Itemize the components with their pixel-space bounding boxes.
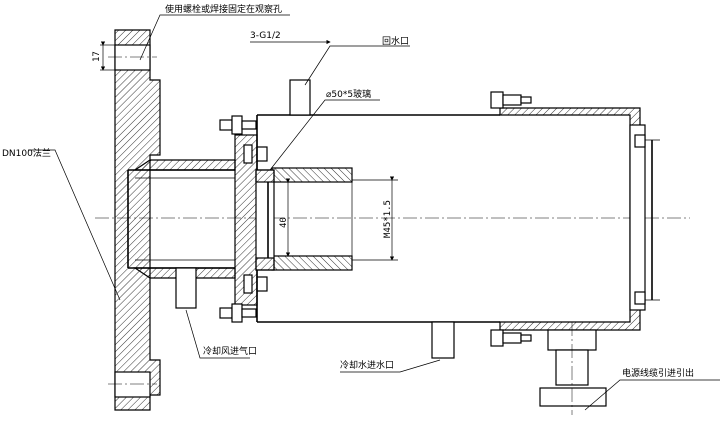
cooling-water-port — [431, 321, 455, 359]
flange-thickness-text: 17 — [92, 51, 102, 62]
leader-lines — [28, 14, 720, 411]
thread-spec-label: 3-G1/2 — [250, 31, 281, 41]
inner-tube — [255, 167, 353, 271]
cooling-water-inlet-label: 冷却水进水口 — [340, 359, 394, 371]
cooling-air-inlet-label: 冷却风进气口 — [203, 345, 257, 357]
bore-diameter-text: 40 — [279, 217, 289, 228]
bolt-note-label: 使用螺栓或焊接固定在观察孔 — [165, 3, 282, 15]
flange-thickness-dimension: 17 — [92, 41, 115, 71]
cooling-air-port — [175, 267, 197, 309]
bore-dimension: 40 — [279, 178, 291, 257]
cable-entry-fitting — [539, 322, 607, 415]
flange-label: DN100法兰 — [2, 147, 51, 159]
thread-dimension: M45*1.5 — [352, 176, 398, 261]
return-water-port — [289, 79, 311, 116]
cable-entry-label: 电源线缆引进引出 — [622, 367, 694, 379]
flange — [108, 29, 161, 411]
main-body — [256, 107, 660, 331]
rear-bolts — [490, 91, 646, 347]
glass-label: ⌀50*5玻璃 — [326, 88, 371, 100]
thread-size-text: M45*1.5 — [383, 200, 393, 238]
return-water-label: 回水口 — [382, 35, 409, 47]
